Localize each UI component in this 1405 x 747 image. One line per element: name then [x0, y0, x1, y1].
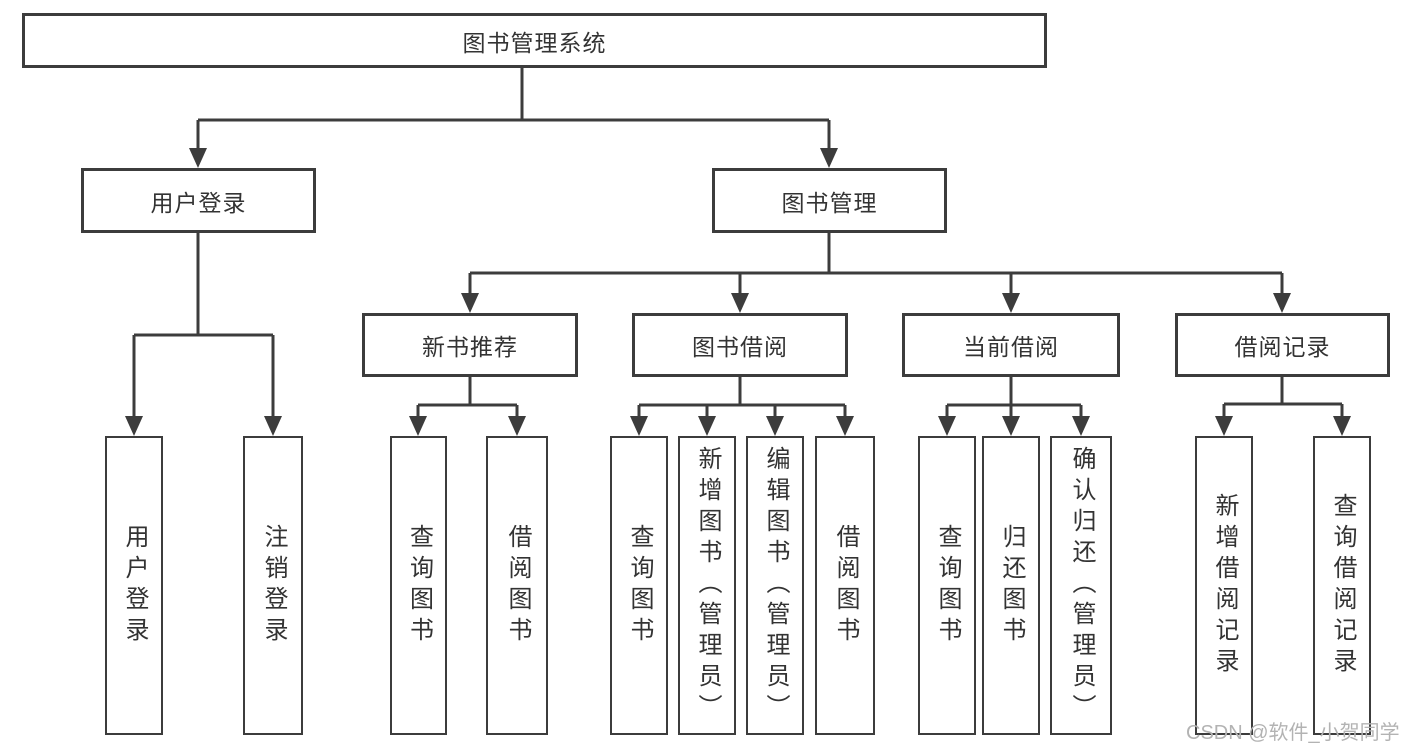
leaf-borrowing-borrow-books-label: 借阅图书: [832, 523, 859, 648]
node-current-borrowing: 当前借阅: [902, 313, 1120, 377]
connector-borrowing-records-to-leaves: [1222, 377, 1344, 424]
leaf-logout-label: 注销登录: [260, 523, 287, 648]
arrowhead: [938, 416, 956, 436]
leaf-user-login-label: 用户登录: [121, 523, 148, 648]
arrowhead: [820, 148, 838, 168]
node-current-borrowing-label: 当前借阅: [963, 334, 1059, 360]
leaf-borrowing-query-books: 查询图书: [610, 436, 668, 735]
arrowheads: [125, 148, 1351, 436]
arrowhead: [461, 293, 479, 313]
csdn-watermark: CSDN @软件_小贺同学: [1186, 722, 1400, 744]
node-new-book-recommendation: 新书推荐: [362, 313, 578, 377]
arrowhead: [1215, 416, 1233, 436]
node-book-borrowing: 图书借阅: [632, 313, 848, 377]
connector-user-login-to-leaves: [132, 233, 275, 424]
connector-current-borrowing-to-leaves: [945, 377, 1083, 424]
leaf-records-add-record-label: 新增借阅记录: [1211, 492, 1238, 679]
leaf-current-confirm-return-admin-label: 确认归还（管理员）: [1068, 446, 1095, 725]
leaf-borrowing-borrow-books: 借阅图书: [815, 436, 875, 735]
leaf-newbooks-query-books: 查询图书: [390, 436, 447, 735]
connector-new-books-to-leaves: [416, 377, 519, 424]
leaf-current-query-books-label: 查询图书: [934, 523, 961, 648]
arrowhead: [189, 148, 207, 168]
arrowhead: [731, 293, 749, 313]
leaf-newbooks-query-books-label: 查询图书: [405, 523, 433, 648]
leaf-newbooks-borrow-books-label: 借阅图书: [504, 523, 531, 648]
arrowhead: [766, 416, 784, 436]
leaf-current-confirm-return-admin: 确认归还（管理员）: [1050, 436, 1112, 735]
leaf-current-query-books: 查询图书: [918, 436, 976, 735]
leaf-user-login: 用户登录: [105, 436, 163, 735]
connector-root-to-level2: [196, 68, 831, 156]
leaf-borrowing-add-books-admin: 新增图书（管理员）: [678, 436, 736, 735]
arrowhead: [264, 416, 282, 436]
node-root: 图书管理系统: [22, 13, 1047, 68]
arrowhead: [630, 416, 648, 436]
node-borrowing-records-label: 借阅记录: [1234, 334, 1331, 360]
leaf-borrowing-add-books-admin-label: 新增图书（管理员）: [694, 446, 721, 725]
connector-book-management-to-level3: [468, 233, 1284, 301]
leaf-newbooks-borrow-books: 借阅图书: [486, 436, 548, 735]
node-book-management-label: 图书管理: [781, 189, 878, 216]
arrowhead: [1002, 293, 1020, 313]
connector-book-borrowing-to-leaves: [637, 377, 847, 424]
leaf-borrowing-query-books-label: 查询图书: [626, 523, 653, 648]
leaf-records-add-record: 新增借阅记录: [1195, 436, 1253, 735]
arrowhead: [1273, 293, 1291, 313]
node-root-label: 图书管理系统: [462, 29, 607, 56]
arrowhead: [508, 416, 526, 436]
node-new-book-recommendation-label: 新书推荐: [422, 334, 518, 360]
leaf-records-query-record: 查询借阅记录: [1313, 436, 1371, 735]
leaf-borrowing-edit-books-admin: 编辑图书（管理员）: [746, 436, 804, 735]
arrowhead: [836, 416, 854, 436]
node-book-borrowing-label: 图书借阅: [692, 334, 788, 360]
arrowhead: [1072, 416, 1090, 436]
arrowhead: [409, 416, 427, 436]
arrowhead: [1333, 416, 1351, 436]
leaf-current-return-books: 归还图书: [982, 436, 1040, 735]
leaf-current-return-books-label: 归还图书: [998, 523, 1025, 648]
arrowhead: [1002, 416, 1020, 436]
leaf-records-query-record-label: 查询借阅记录: [1329, 492, 1356, 679]
arrowhead: [125, 416, 143, 436]
node-user-login-label: 用户登录: [150, 189, 247, 216]
node-user-login: 用户登录: [81, 168, 316, 233]
leaf-logout: 注销登录: [243, 436, 303, 735]
node-book-management: 图书管理: [712, 168, 947, 233]
leaf-borrowing-edit-books-admin-label: 编辑图书（管理员）: [762, 446, 789, 725]
arrowhead: [698, 416, 716, 436]
node-borrowing-records: 借阅记录: [1175, 313, 1390, 377]
